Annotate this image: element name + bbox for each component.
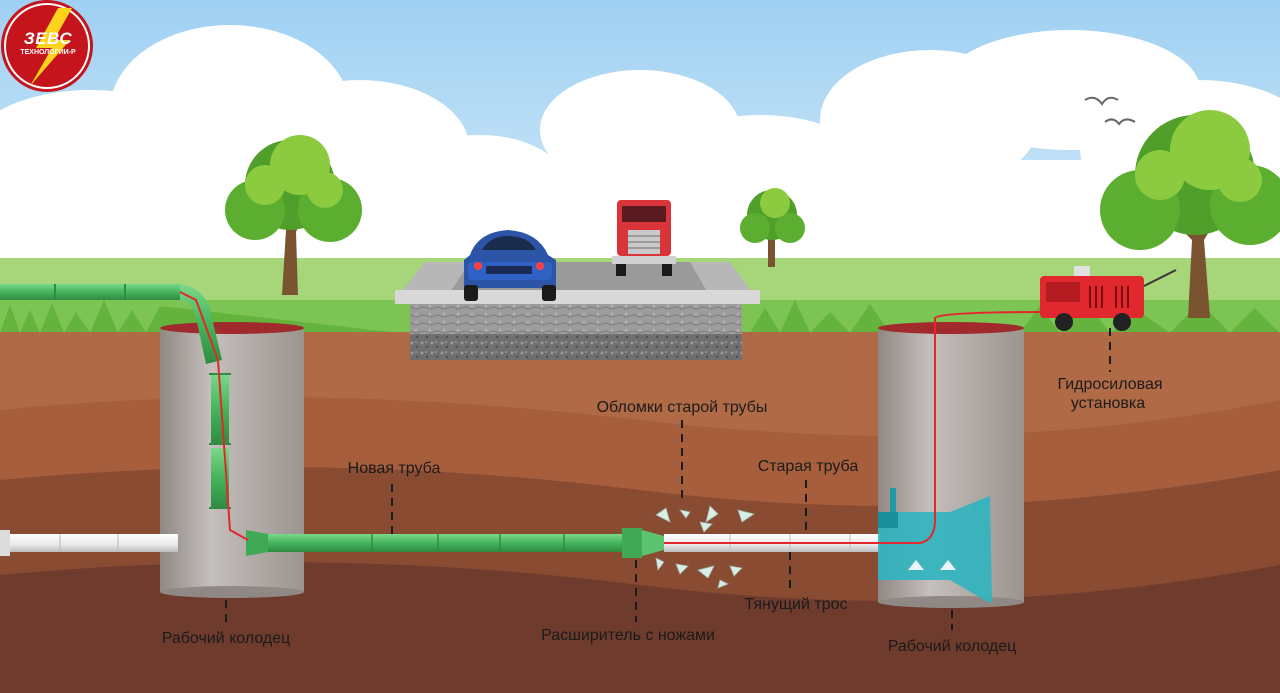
logo-text: ЗЕВС ТЕХНОЛОГИИ-Р [8, 30, 88, 57]
label-old-pipe: Старая труба [757, 458, 859, 475]
debris-fragments [655, 505, 755, 589]
label-well-left: Рабочий колодец [161, 630, 291, 647]
logo-name: ЗЕВС [23, 29, 73, 48]
logo-badge [1, 0, 93, 92]
birds [1084, 96, 1136, 126]
pulling-cable-line [179, 291, 1047, 544]
new-pipe-underground [246, 530, 624, 556]
label-new-pipe: Новая труба [347, 460, 441, 477]
label-debris: Обломки старой трубы [596, 399, 768, 416]
tree-left [225, 135, 362, 295]
well-left-shape [160, 322, 304, 598]
soil-layer-4 [0, 562, 1280, 693]
pulling-machine [878, 488, 992, 602]
truck-red [612, 200, 676, 276]
label-hydraulic-unit-line2: установка [1070, 395, 1146, 412]
road [395, 262, 760, 360]
leader-lines [225, 328, 1111, 630]
tree-middle [740, 188, 805, 267]
label-pulling-cable: Тянущий трос [744, 596, 848, 613]
reamer-shape [622, 528, 664, 558]
car-blue [464, 230, 556, 301]
tree-right [1100, 110, 1280, 318]
label-well-right: Рабочий колодец [887, 638, 1017, 655]
logo-subtitle: ТЕХНОЛОГИИ-Р [20, 49, 76, 56]
label-reamer: Расширитель с ножами [541, 627, 715, 644]
pipe-left-existing [0, 530, 178, 556]
hydraulic-unit-shape [1040, 266, 1177, 331]
label-hydraulic-unit-line1: Гидросиловая [1057, 376, 1163, 393]
